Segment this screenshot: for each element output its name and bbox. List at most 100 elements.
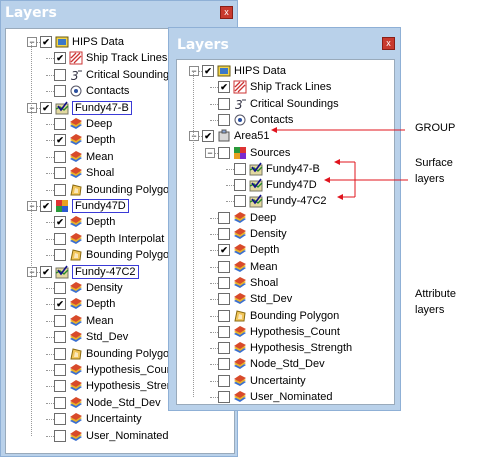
layer-checkbox[interactable] [54,232,66,245]
layer-row[interactable]: ✔HIPS Data [40,34,124,50]
layer-row[interactable]: Shoal [218,275,278,291]
layer-checkbox[interactable] [218,211,230,224]
layer-row[interactable]: ✔HIPS Data [202,63,286,79]
layer-row[interactable]: Uncertainty [218,373,306,389]
layer-row[interactable]: Density [218,226,287,242]
layer-row[interactable]: ✔Fundy47-B [40,100,132,116]
layer-checkbox[interactable] [54,249,66,262]
layer-checkbox[interactable] [218,325,230,338]
layer-checkbox[interactable]: ✔ [54,298,66,311]
layer-row[interactable]: Mean [54,149,114,165]
layer-row[interactable]: Contacts [54,83,129,99]
layer-row[interactable]: Hypothesis_Stren [54,378,173,394]
layer-checkbox[interactable] [54,150,66,163]
layer-row[interactable]: Hypothesis_Cour [54,362,170,378]
layer-checkbox[interactable] [54,429,66,442]
layer-row[interactable]: Deep [218,210,276,226]
layer-row[interactable]: Node_Std_Dev [54,395,161,411]
layer-checkbox[interactable] [54,413,66,426]
layer-checkbox[interactable] [234,179,246,192]
layer-checkbox[interactable] [218,97,230,110]
layer-checkbox[interactable]: ✔ [202,130,214,143]
layer-checkbox[interactable] [218,309,230,322]
layer-row[interactable]: ✔Depth [54,132,115,148]
right-close-icon[interactable]: x [382,37,395,50]
layer-row[interactable]: Bounding Polygon [218,308,339,324]
layer-row[interactable]: Mean [218,259,278,275]
layer-row[interactable]: ✔Fundy-47C2 [40,264,139,280]
layer-row[interactable]: ✔Ship Track Lines [218,79,331,95]
layer-row[interactable]: Bounding Polygo [54,346,169,362]
layer-row[interactable]: ✔Ship Track Lines [54,50,167,66]
layer-row[interactable]: Std_Dev [54,329,128,345]
layer-checkbox[interactable] [218,228,230,240]
tree-connector [46,304,56,306]
tree-connector [226,185,236,187]
attribute-annotation: Attribute layers [415,286,456,318]
layer-checkbox[interactable] [54,380,66,393]
layer-checkbox[interactable] [218,342,230,355]
layer-checkbox[interactable] [54,167,66,180]
layer-checkbox[interactable] [54,314,66,327]
attribute-label-line1: Attribute [415,288,456,300]
left-close-icon[interactable]: x [220,6,233,19]
layer-row[interactable]: Shoal [54,165,114,181]
layer-checkbox[interactable] [54,85,66,98]
layer-row[interactable]: User_Nominated [54,428,169,444]
layer-row[interactable]: Bounding Polygo [54,247,169,263]
layer-checkbox[interactable] [54,282,66,294]
layer-row[interactable]: ✔Area51 [202,128,269,144]
tree-connector [194,71,204,72]
layer-checkbox[interactable]: ✔ [54,52,66,65]
layer-row[interactable]: Fundy47-B [234,161,320,177]
layer-checkbox[interactable] [218,293,230,306]
layer-row[interactable]: Sources [218,145,290,161]
layer-checkbox[interactable] [218,358,230,371]
layer-checkbox[interactable] [218,260,230,273]
layer-row[interactable]: Uncertainty [54,411,142,427]
layer-row[interactable]: ✔Depth [218,242,279,258]
layer-checkbox[interactable] [54,68,66,81]
layer-checkbox[interactable] [54,347,66,360]
layer-row[interactable]: Fundy47D [234,177,317,193]
layer-checkbox[interactable]: ✔ [40,36,52,48]
layer-checkbox[interactable]: ✔ [54,216,66,229]
layer-row[interactable]: Bounding Polygon [54,182,175,198]
layer-checkbox[interactable] [218,113,230,126]
layer-checkbox[interactable] [218,374,230,387]
layer-checkbox[interactable]: ✔ [218,244,230,257]
layer-checkbox[interactable]: ✔ [202,65,214,77]
layer-checkbox[interactable] [54,331,66,344]
layer-checkbox[interactable] [234,195,246,208]
layer-checkbox[interactable] [234,162,246,175]
layer-row[interactable]: ✔Depth [54,296,115,312]
layer-row[interactable]: Mean [54,313,114,329]
layer-checkbox[interactable] [218,391,230,403]
layer-checkbox[interactable] [54,364,66,376]
layer-checkbox[interactable]: ✔ [40,265,52,278]
layer-checkbox[interactable]: ✔ [40,101,52,114]
layer-row[interactable]: ✔Depth [54,214,115,230]
layer-row[interactable]: Node_Std_Dev [218,356,325,372]
layer-row[interactable]: User_Nominated [218,389,333,404]
layer-checkbox[interactable] [54,118,66,130]
layer-checkbox[interactable] [218,276,230,289]
layer-checkbox[interactable] [54,183,66,196]
collapse-toggle-icon[interactable]: − [205,147,215,158]
layer-row[interactable]: Hypothesis_Count [218,324,340,340]
layer-checkbox[interactable] [54,396,66,409]
layer-row[interactable]: Density [54,280,123,296]
layer-row[interactable]: Hypothesis_Strength [218,340,352,356]
layer-checkbox[interactable]: ✔ [40,200,52,212]
layer-checkbox[interactable]: ✔ [54,134,66,147]
layer-row[interactable]: Contacts [218,112,293,128]
layer-row[interactable]: Depth Interpolat [54,231,164,247]
layer-row[interactable]: Std_Dev [218,291,292,307]
layer-checkbox[interactable] [218,146,230,159]
layer-checkbox[interactable]: ✔ [218,81,230,94]
layer-row[interactable]: Deep [54,116,112,132]
layer-row[interactable]: Fundy-47C2 [234,193,327,209]
layer-row[interactable]: ✔Fundy47D [40,198,129,214]
